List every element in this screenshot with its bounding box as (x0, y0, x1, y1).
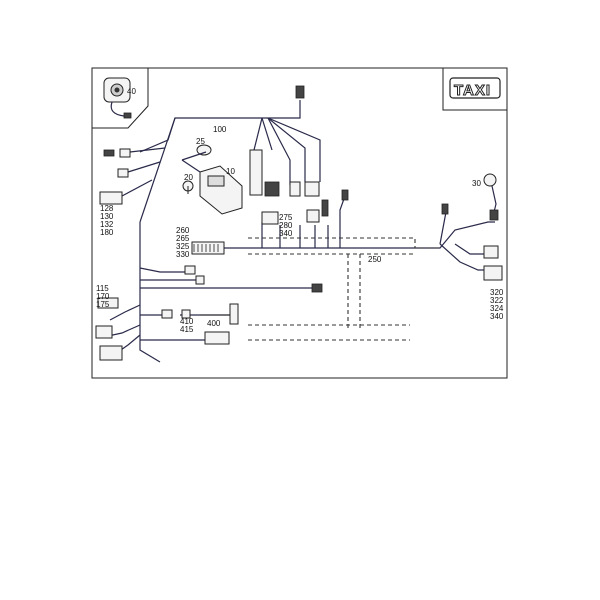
label-320: 320 (490, 288, 504, 297)
label-132: 132 (100, 220, 114, 229)
label-170: 170 (96, 292, 110, 301)
dashed-harness-250 (248, 237, 440, 341)
part-410-connector (161, 309, 173, 319)
connector-right-2 (483, 245, 499, 259)
part-30-sensor (483, 173, 499, 221)
diagram-frame (91, 67, 508, 379)
connector-mid-5 (341, 189, 349, 201)
label-260: 260 (176, 226, 190, 235)
label-280: 280 (279, 221, 293, 230)
connector-left-1 (103, 149, 115, 157)
connector-128-group (99, 191, 123, 205)
part-275-connector (261, 211, 279, 225)
label-324: 324 (490, 304, 504, 313)
label-30: 30 (472, 179, 481, 188)
connector-mid-1 (289, 181, 301, 197)
part-20-screw (182, 180, 194, 194)
connector-320-group (483, 265, 503, 281)
components (95, 85, 503, 361)
label-265: 265 (176, 234, 190, 243)
label-20: 20 (184, 173, 193, 182)
taxi-badge: TAXI (442, 67, 508, 111)
connector-lower-3 (311, 283, 323, 293)
connector-115-group (97, 297, 119, 309)
label-25: 25 (196, 137, 205, 146)
relay-block-260 (191, 241, 225, 255)
label-100: 100 (213, 125, 227, 134)
label-410: 410 (180, 317, 194, 326)
inset-part-40 (91, 67, 149, 129)
taxi-badge-text: TAXI (454, 82, 491, 99)
connector-bottom-center (204, 331, 230, 345)
label-400: 400 (207, 319, 221, 328)
label-340-mid: 340 (279, 229, 293, 238)
connector-mid-2 (304, 181, 320, 197)
label-340-right: 340 (490, 312, 504, 321)
label-128: 128 (100, 204, 114, 213)
label-130: 130 (100, 212, 114, 221)
label-180: 180 (100, 228, 114, 237)
label-10: 10 (226, 167, 235, 176)
connector-strip-a (249, 149, 263, 196)
label-115: 115 (96, 284, 109, 293)
connector-right-1 (441, 203, 449, 215)
connector-strip-b (264, 181, 280, 197)
connector-bottom-left (99, 345, 123, 361)
label-322: 322 (490, 296, 504, 305)
connector-left-2 (119, 148, 131, 158)
label-175: 175 (96, 300, 110, 309)
part-415-connector (181, 309, 191, 319)
connector-lower-1 (184, 265, 196, 275)
part-400-socket (200, 303, 239, 325)
part-25-grommet (196, 144, 212, 156)
label-275: 275 (279, 213, 293, 222)
label-415: 415 (180, 325, 194, 334)
connector-left-3 (117, 168, 129, 178)
connector-mid-4 (321, 199, 329, 217)
label-40: 40 (127, 87, 136, 96)
connector-lower-2 (195, 275, 205, 285)
connector-lower-left (95, 325, 113, 339)
part-10-control-unit (181, 151, 243, 215)
top-connector (295, 85, 305, 99)
label-330: 330 (176, 250, 190, 259)
main-harness-wires (107, 100, 495, 363)
connector-mid-3 (306, 209, 320, 223)
label-250: 250 (368, 255, 382, 264)
part-labels: 40 100 25 10 20 30 128 130 132 180 260 2… (96, 87, 504, 334)
label-325: 325 (176, 242, 190, 251)
